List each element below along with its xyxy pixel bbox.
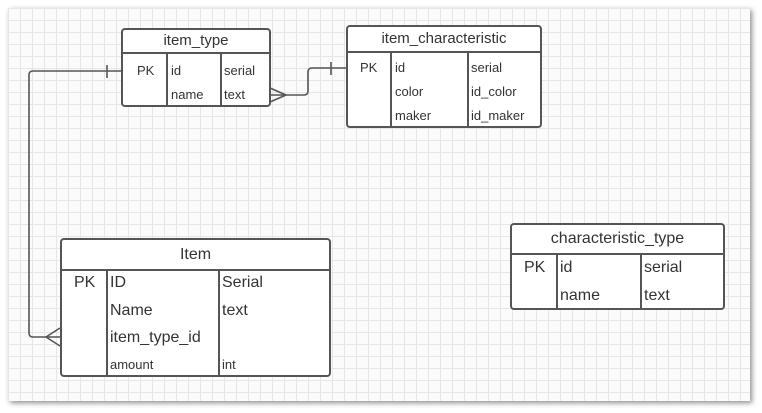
row-key: PK — [524, 259, 546, 276]
row-type: text — [644, 287, 670, 304]
row-type: serial — [471, 60, 503, 75]
row-field: ID — [110, 274, 126, 291]
row-field: color — [395, 84, 424, 99]
row-key: PK — [360, 60, 378, 75]
row-type: id_maker — [471, 108, 525, 123]
crowfoot-item-type-top — [269, 87, 287, 96]
row-type: int — [222, 357, 236, 372]
row-key: PK — [137, 63, 155, 78]
row-field: id — [171, 63, 182, 78]
crowfoot-item-type-bottom — [269, 94, 287, 103]
row-field: id — [395, 60, 406, 75]
row-type: text — [222, 302, 248, 319]
row-type: id_color — [471, 84, 517, 99]
row-field: id — [560, 259, 573, 276]
row-field: name — [171, 87, 204, 102]
relationship-lines — [28, 62, 346, 347]
entity-title: item_type — [123, 30, 269, 54]
row-type: text — [224, 87, 245, 102]
row-key: PK — [74, 274, 96, 291]
entity-item-characteristic[interactable]: item_characteristic PK id serial color i… — [346, 25, 542, 128]
row-type: serial — [224, 63, 256, 78]
crowfoot-item-bottom — [45, 336, 61, 347]
link-item-type-to-item — [28, 70, 121, 338]
row-field: Name — [110, 302, 153, 319]
diagram-canvas[interactable]: item_type PK id serial name text item_ch… — [8, 8, 750, 401]
entity-title: item_characteristic — [348, 27, 540, 53]
link-item-type-to-item-characteristic — [270, 67, 346, 96]
row-field: name — [560, 287, 601, 304]
row-type: Serial — [222, 274, 263, 291]
row-type: serial — [644, 259, 683, 276]
row-field: maker — [395, 108, 432, 123]
row-field: item_type_id — [110, 329, 201, 346]
entity-item-type[interactable]: item_type PK id serial name text — [121, 28, 271, 107]
entity-title: Item — [62, 240, 329, 271]
entity-item[interactable]: Item PK ID Serial Name text item_type_id… — [60, 238, 331, 377]
entity-title: characteristic_type — [512, 225, 723, 255]
row-field: amount — [110, 357, 154, 372]
crowfoot-item-top — [45, 327, 61, 338]
entity-characteristic-type[interactable]: characteristic_type PK id serial name te… — [510, 223, 725, 310]
